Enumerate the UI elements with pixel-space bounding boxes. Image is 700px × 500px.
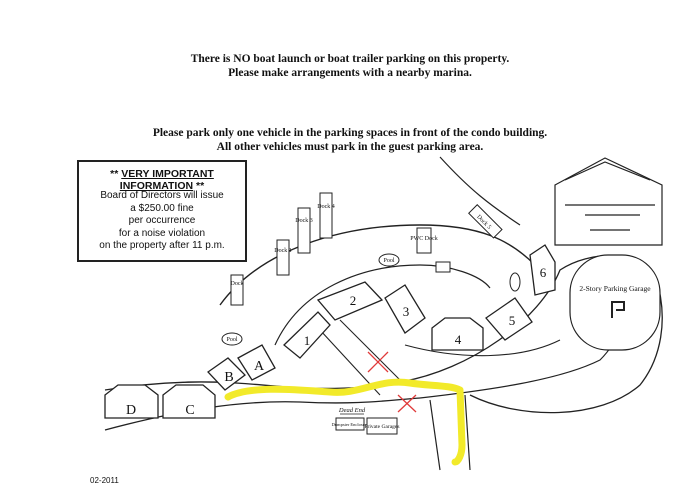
- building-1: 1: [283, 311, 331, 359]
- condo-tower: [554, 157, 663, 246]
- parking-garage: 2-Story Parking Garage: [569, 254, 661, 351]
- building-3: 3: [384, 284, 426, 334]
- parking-p-icon: [611, 301, 625, 318]
- private-garages-label: Private Garages: [365, 424, 400, 430]
- building-2-label: 2: [350, 293, 357, 308]
- info-box-title: ** VERY IMPORTANT INFORMATION **: [79, 168, 245, 192]
- info-line: for a noise violation: [118, 227, 206, 239]
- info-line: on the property after 11 p.m.: [99, 240, 225, 251]
- parking-notice: Please park only one vehicle in the park…: [0, 126, 700, 154]
- small-pond: [509, 272, 521, 292]
- building-3-label: 3: [403, 304, 410, 319]
- main-road-bottom-edge: [104, 397, 421, 431]
- dock-4: Dock 4: [317, 192, 335, 239]
- red-cross-icon: [367, 351, 389, 373]
- dock-3: Dock 3: [295, 207, 313, 254]
- title-stars-left: **: [110, 168, 119, 180]
- pool-left: Pool: [221, 332, 243, 346]
- garage-label: 2-Story Parking Garage: [579, 284, 651, 293]
- pools: Pool Pool: [221, 253, 400, 346]
- building-b: B: [207, 357, 246, 391]
- access-road-c: [404, 339, 561, 357]
- dock-4-label: Dock 4: [317, 204, 335, 210]
- title-text: VERY IMPORTANT INFORMATION: [119, 168, 214, 192]
- boat-notice-line1: There is NO boat launch or boat trailer …: [190, 53, 510, 65]
- building-6: 6: [529, 244, 556, 296]
- building-4: 4: [431, 317, 484, 351]
- garage-label-text: 2-Story Parking Garage: [579, 284, 651, 293]
- building-b-label: B: [224, 370, 233, 385]
- boat-notice: There is NO boat launch or boat trailer …: [0, 52, 700, 80]
- dock-1-label: Dock 1: [274, 248, 292, 254]
- dock-left: Dock: [230, 274, 244, 306]
- building-c: C: [162, 384, 216, 419]
- info-line: per occurrence: [128, 215, 196, 226]
- docks: Dock Dock 1 Dock 3 Dock 4 PWC Dock Dock …: [230, 192, 503, 306]
- info-box-body: Board of Directors will issue a $250.00 …: [79, 190, 245, 253]
- shore-right: [439, 156, 521, 226]
- access-road-a: [339, 319, 401, 381]
- building-4-label: 4: [455, 332, 462, 347]
- dock-3-label: Dock 3: [295, 218, 313, 224]
- pool-left-label: Pool: [226, 337, 237, 343]
- inner-road-curve: [274, 264, 491, 346]
- south-road-right: [464, 394, 471, 471]
- parking-notice-line2: All other vehicles must park in the gues…: [216, 141, 484, 153]
- boat-notice-line2: Please make arrangements with a nearby m…: [228, 67, 472, 79]
- building-5: 5: [485, 297, 533, 341]
- pool-right: Pool: [378, 253, 400, 267]
- building-d-label: D: [126, 403, 136, 418]
- building-6-label: 6: [540, 265, 547, 280]
- dead-end-label: Dead End: [338, 407, 366, 414]
- building-c-label: C: [185, 403, 194, 418]
- building-1-label: 1: [304, 333, 311, 348]
- footer-date: 02-2011: [90, 476, 119, 485]
- building-a-label: A: [254, 359, 265, 374]
- dumpster-label: Dumpster Enclosure: [332, 422, 369, 427]
- building-5-label: 5: [509, 313, 516, 328]
- building-d: D: [104, 384, 159, 419]
- south-road-left: [429, 399, 441, 471]
- parking-notice-line1: Please park only one vehicle in the park…: [152, 127, 548, 139]
- pwc-dock-label: PWC Dock: [410, 236, 438, 242]
- title-stars-right: **: [196, 180, 205, 192]
- building-2: 2: [316, 281, 384, 321]
- private-garages: [366, 417, 398, 435]
- pwc-dock: PWC Dock: [410, 227, 438, 254]
- dock-left-label: Dock: [231, 281, 244, 287]
- red-cross-icon: [397, 394, 417, 413]
- dock-1: Dock 1: [274, 239, 292, 276]
- boat-shed: [435, 261, 451, 273]
- buildings: D C B A 1 2 3 4: [104, 244, 556, 419]
- building-a: A: [237, 344, 276, 381]
- info-line: a $250.00 fine: [130, 202, 194, 214]
- important-info-box: ** VERY IMPORTANT INFORMATION ** Board o…: [77, 160, 247, 262]
- pool-right-label: Pool: [383, 258, 394, 264]
- shoreline-curve: [219, 224, 536, 306]
- dumpster-enclosure: [335, 417, 365, 431]
- yellow-route: [224, 378, 466, 466]
- info-line: Board of Directors will issue: [100, 190, 224, 201]
